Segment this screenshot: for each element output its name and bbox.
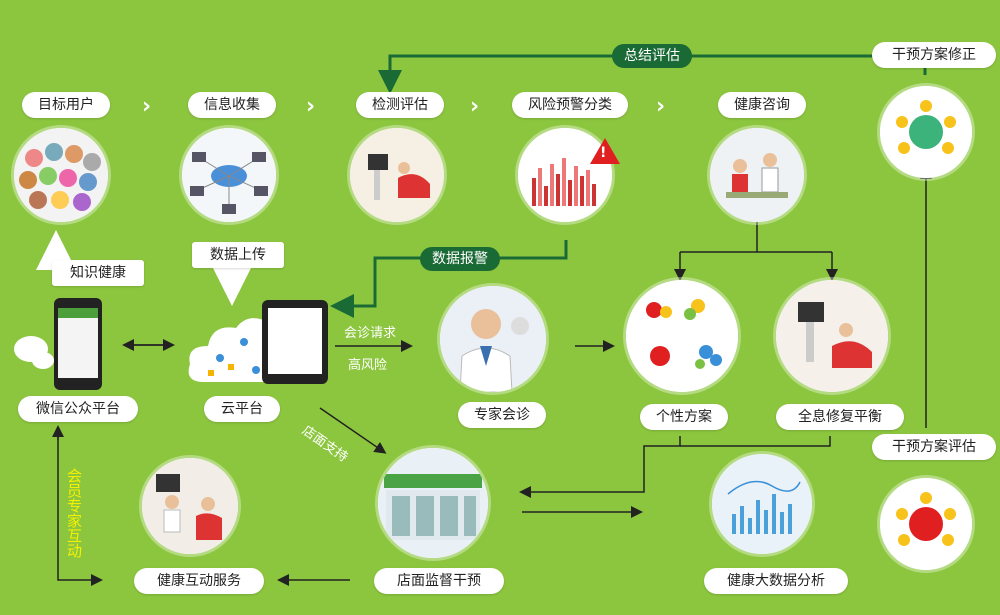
data-report-label: 数据报警 bbox=[420, 247, 500, 271]
health-service-image bbox=[142, 458, 238, 554]
phone-device bbox=[54, 298, 102, 390]
plan-eval-diagram bbox=[880, 478, 972, 570]
high-risk-text: 高风险 bbox=[348, 358, 388, 373]
chevron-icon: › bbox=[470, 94, 480, 119]
node-store-monitor: 店面监督干预 bbox=[374, 568, 504, 594]
phone-screen bbox=[58, 308, 98, 378]
store-front-image bbox=[378, 448, 488, 558]
personal-plan-image bbox=[626, 280, 738, 392]
wechat-icon-small bbox=[32, 352, 54, 369]
bigdata-image bbox=[712, 454, 812, 554]
node-plan-eval: 干预方案评估 bbox=[872, 434, 996, 460]
node-risk-warning: 风险预警分类 bbox=[512, 92, 628, 118]
node-personal-plan: 个性方案 bbox=[640, 404, 728, 430]
consult-split-lines bbox=[679, 222, 833, 278]
node-cloud-platform: 云平台 bbox=[204, 396, 280, 422]
warning-icon bbox=[590, 138, 620, 164]
chevron-icon: › bbox=[142, 94, 152, 119]
node-bigdata: 健康大数据分析 bbox=[704, 568, 848, 594]
node-wechat-platform: 微信公众平台 bbox=[18, 396, 138, 422]
consult-meeting-image bbox=[710, 128, 804, 222]
node-target-users: 目标用户 bbox=[22, 92, 110, 118]
node-plan-revise: 干预方案修正 bbox=[872, 42, 996, 68]
node-info-collection: 信息收集 bbox=[188, 92, 276, 118]
holo-repair-image bbox=[776, 280, 888, 392]
consult-request-text: 会诊请求 bbox=[344, 326, 397, 341]
node-test-eval: 检测评估 bbox=[356, 92, 444, 118]
tablet-device bbox=[262, 300, 328, 384]
member-expert-text: 会员专家互动 bbox=[65, 468, 83, 558]
node-holo-repair: 全息修复平衡 bbox=[776, 404, 904, 430]
node-health-service: 健康互动服务 bbox=[134, 568, 264, 594]
store-support-text: 店面支持 bbox=[299, 423, 351, 466]
expert-doctor-image bbox=[440, 286, 546, 392]
network-devices-image bbox=[182, 128, 276, 222]
test-station-image bbox=[350, 128, 444, 222]
warning-mark: ! bbox=[600, 145, 607, 161]
node-health-consult: 健康咨询 bbox=[718, 92, 806, 118]
plan-revise-diagram bbox=[880, 86, 972, 178]
chevron-icon: › bbox=[306, 94, 316, 119]
summary-eval-label: 总结评估 bbox=[612, 44, 692, 68]
node-expert-consult: 专家会诊 bbox=[458, 402, 546, 428]
users-crowd-image bbox=[14, 128, 108, 222]
plan-return-lines bbox=[519, 436, 681, 498]
data-upload-label: 数据上传 bbox=[192, 242, 284, 268]
knowledge-health-label: 知识健康 bbox=[52, 260, 144, 286]
chevron-icon: › bbox=[656, 94, 666, 119]
